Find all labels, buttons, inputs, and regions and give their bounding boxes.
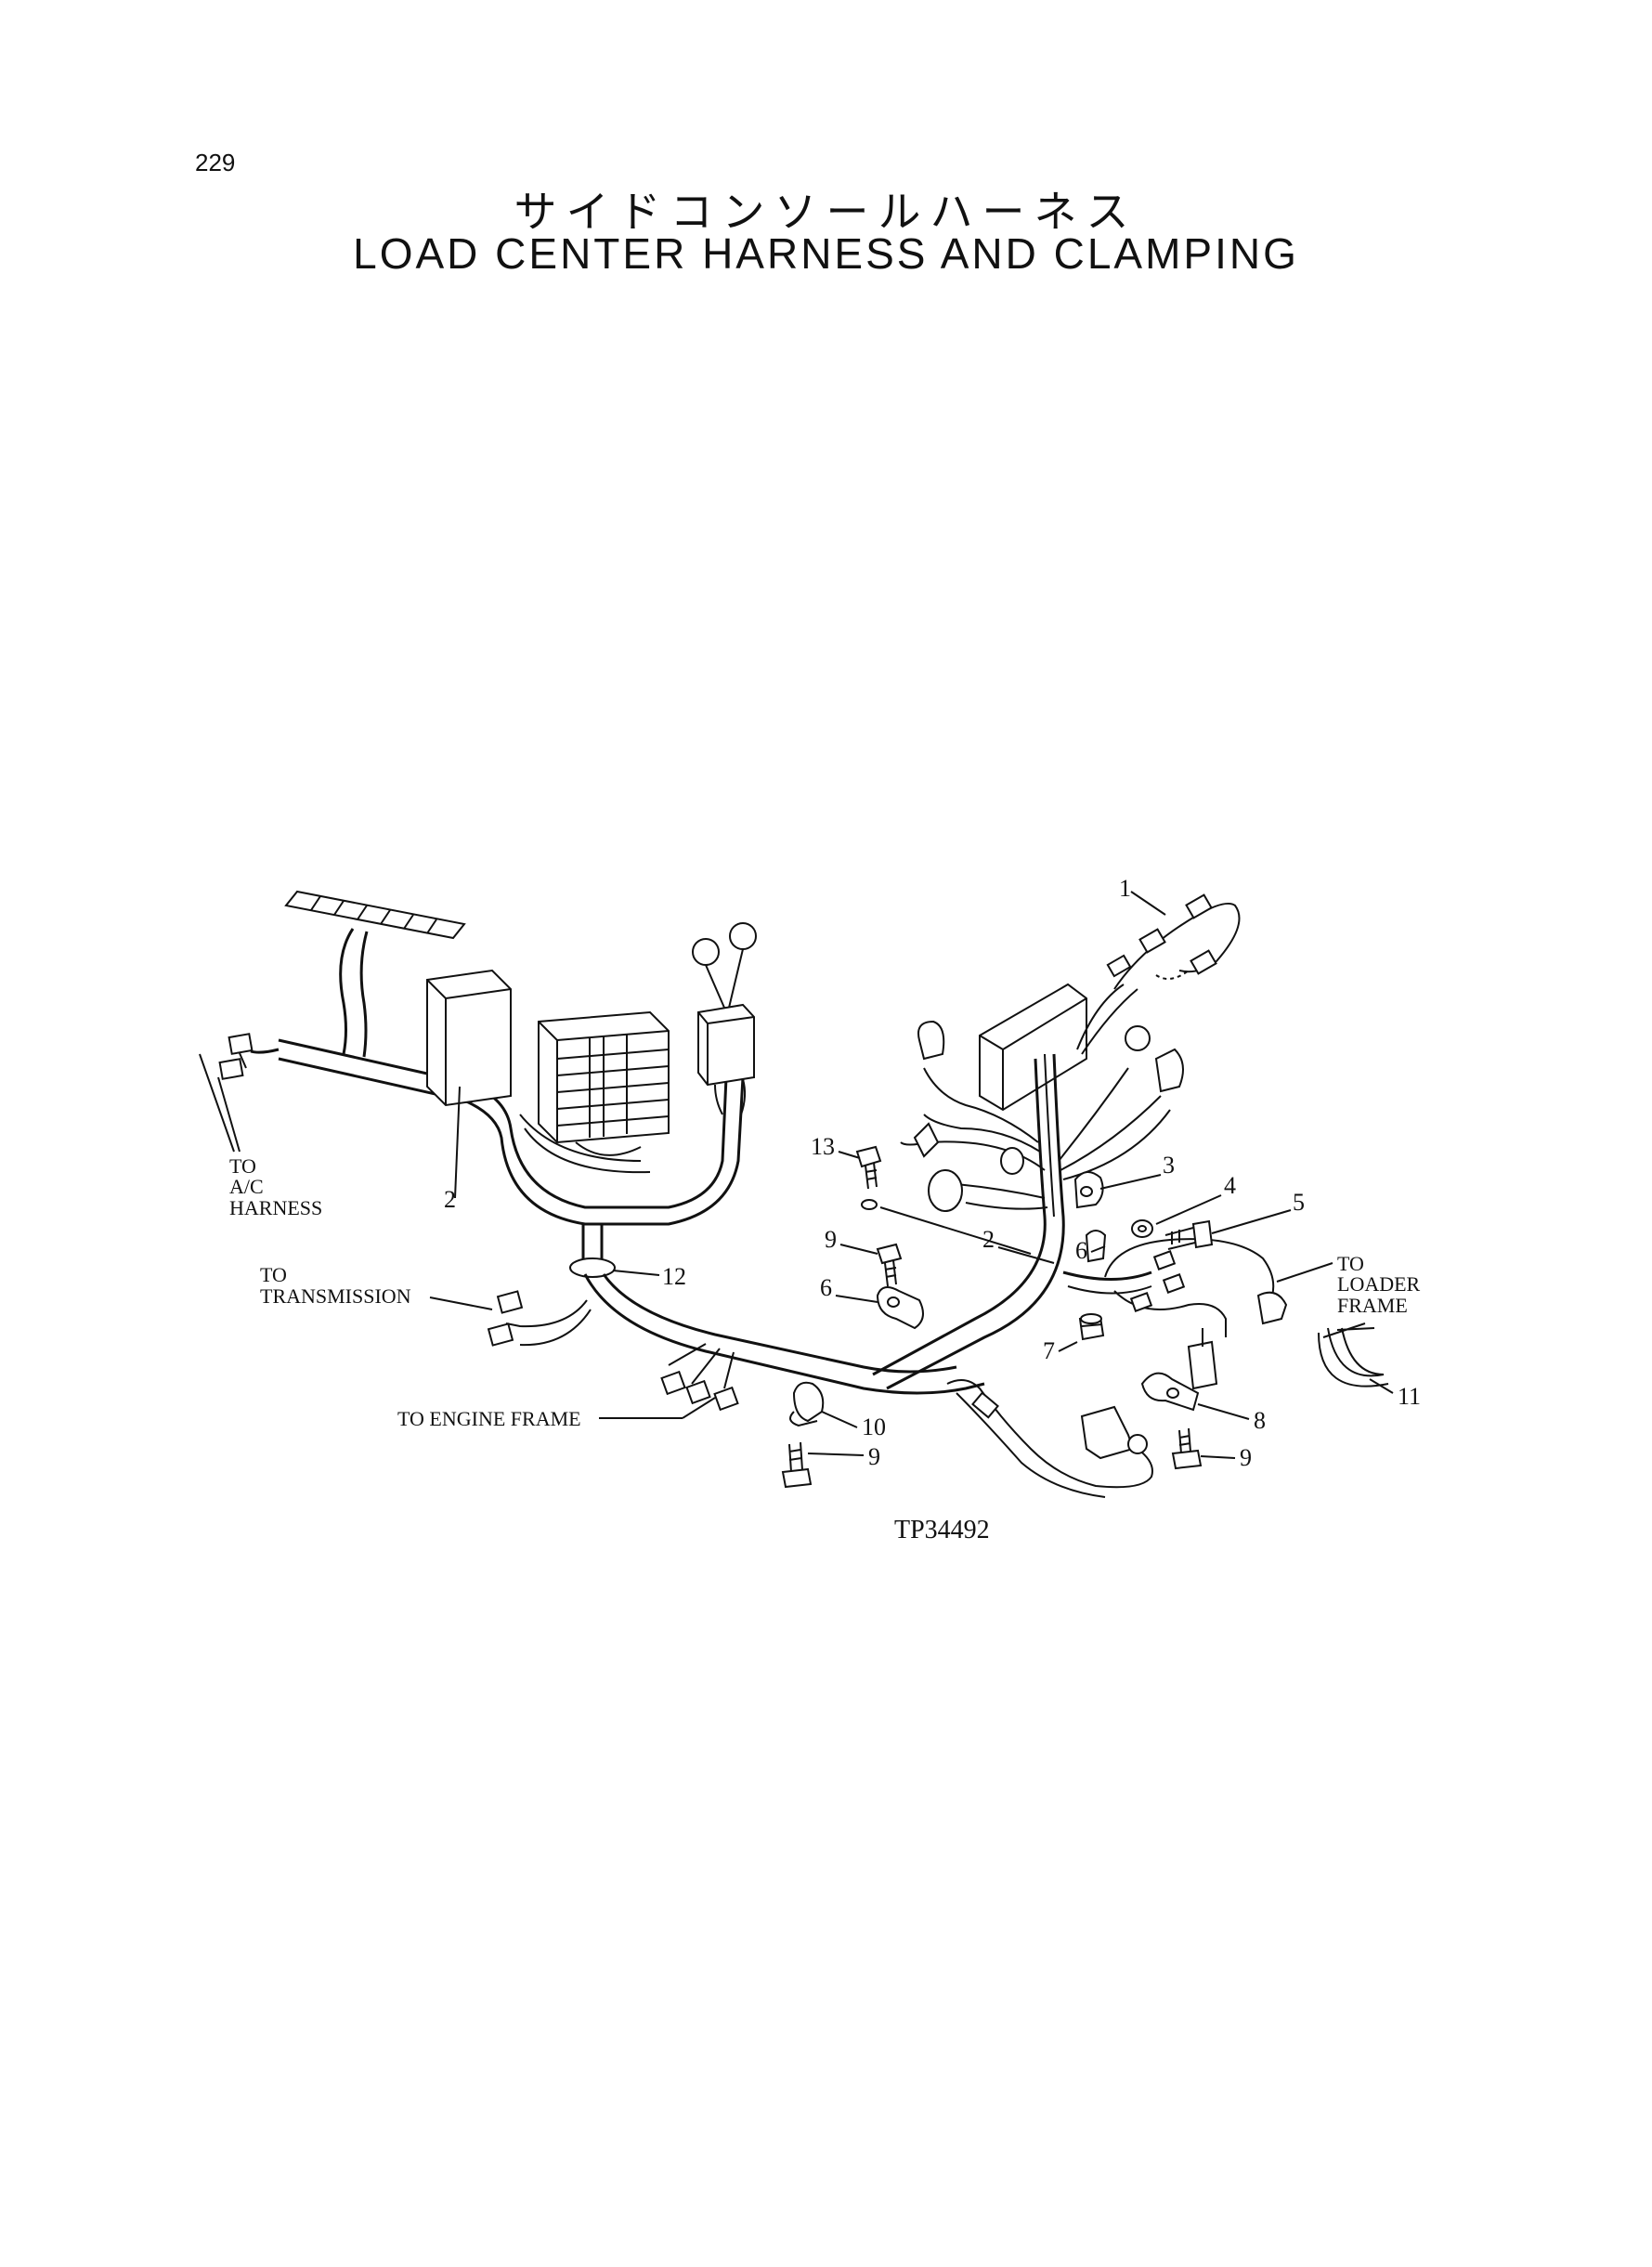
page-number: 229 — [195, 149, 236, 176]
callout-numbers: 1 2 2 3 4 5 6 6 7 8 9 9 9 10 11 12 13 — [444, 875, 1421, 1471]
svg-text:HARNESS: HARNESS — [229, 1196, 322, 1219]
svg-text:FRAME: FRAME — [1337, 1294, 1408, 1317]
engine-frame-connectors — [660, 1370, 739, 1412]
hardware-items — [781, 1145, 1214, 1489]
callout-2-right: 2 — [982, 1226, 995, 1253]
grommet-12 — [569, 1257, 616, 1278]
svg-text:TO: TO — [260, 1263, 287, 1286]
right-harness-bundle — [872, 893, 1241, 1390]
control-unit — [426, 969, 512, 1107]
fuse-relay-block — [519, 1010, 670, 1174]
relay-with-lamps — [692, 922, 757, 1115]
transmission-note: TO TRANSMISSION — [260, 1263, 411, 1308]
svg-text:TO: TO — [229, 1154, 256, 1178]
callout-5: 5 — [1293, 1189, 1305, 1216]
transmission-connectors — [487, 1290, 524, 1347]
callout-11: 11 — [1398, 1383, 1421, 1410]
callout-9-lower: 9 — [868, 1443, 880, 1470]
drawing-number: TP34492 — [894, 1516, 990, 1544]
loader-frame-branch — [1062, 1238, 1389, 1390]
svg-text:TO: TO — [1337, 1252, 1364, 1275]
callout-8: 8 — [1254, 1407, 1266, 1434]
callout-10: 10 — [862, 1414, 886, 1440]
main-harness-trunk — [278, 1038, 985, 1395]
svg-text:TRANSMISSION: TRANSMISSION — [260, 1284, 411, 1308]
callout-3: 3 — [1163, 1152, 1175, 1179]
callout-4: 4 — [1224, 1172, 1236, 1199]
right-ecu — [979, 983, 1087, 1112]
callout-6-right: 6 — [1075, 1237, 1087, 1264]
svg-text:LOADER: LOADER — [1337, 1272, 1421, 1296]
callout-9-upper: 9 — [825, 1226, 837, 1253]
callout-9-right: 9 — [1240, 1444, 1252, 1471]
lower-sensor-wiring — [946, 1372, 1200, 1498]
callout-6-left: 6 — [820, 1274, 832, 1301]
loader-frame-note: TO LOADER FRAME — [1337, 1252, 1421, 1317]
leader-lines — [429, 891, 1394, 1459]
svg-text:A/C: A/C — [229, 1175, 264, 1198]
title-japanese: サイドコンソールハーネス — [514, 187, 1138, 237]
callout-1: 1 — [1119, 875, 1131, 902]
ac-harness-connectors — [199, 1033, 280, 1153]
callout-2-left: 2 — [444, 1186, 456, 1213]
callout-13: 13 — [811, 1133, 835, 1160]
callout-7: 7 — [1043, 1337, 1055, 1364]
ac-harness-note: TO A/C HARNESS — [229, 1154, 322, 1219]
callout-12: 12 — [662, 1263, 686, 1290]
title-english: LOAD CENTER HARNESS AND CLAMPING — [353, 229, 1299, 278]
display-connector-strip — [284, 890, 466, 1058]
engine-frame-note: TO ENGINE FRAME — [397, 1407, 581, 1430]
